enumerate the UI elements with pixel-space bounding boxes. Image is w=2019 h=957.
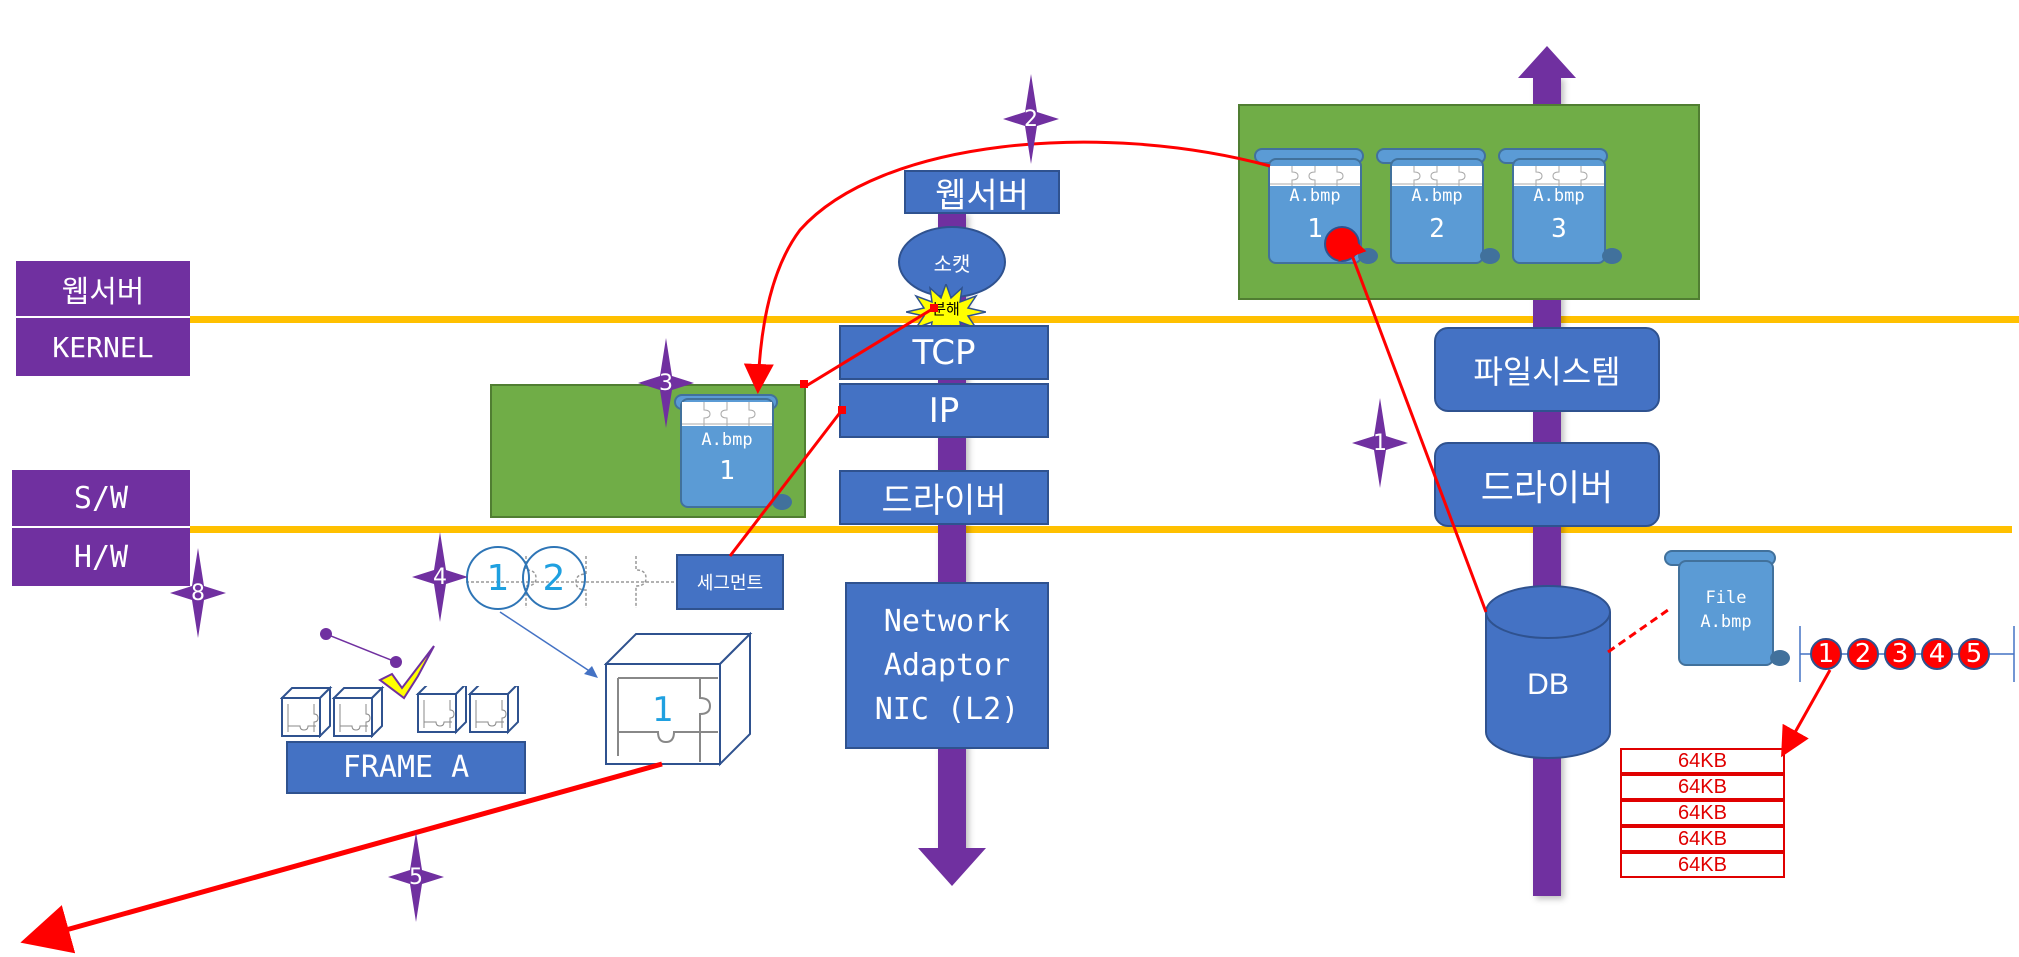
db-label: DB bbox=[1527, 668, 1569, 701]
layer-tag-webserver: 웹서버 bbox=[16, 261, 190, 316]
decompose-label: 분해 bbox=[932, 300, 960, 318]
buffer-file-name: A.bmp bbox=[1533, 186, 1585, 206]
db-file-scroll: File A.bmp bbox=[1664, 550, 1794, 670]
step-marker-label: 2 bbox=[1024, 106, 1038, 132]
file-part-5: 5 bbox=[1958, 638, 1990, 670]
pointer-connector bbox=[320, 628, 402, 668]
step-marker-8: 8 bbox=[170, 548, 226, 638]
frame-packet-cube-icon bbox=[604, 632, 753, 767]
puzzle-strip bbox=[1514, 166, 1604, 186]
ip-box: IP bbox=[839, 383, 1049, 438]
step-marker-5: 5 bbox=[388, 832, 444, 922]
segment-box: 세그먼트 bbox=[676, 554, 784, 610]
file-part-3: 3 bbox=[1884, 638, 1916, 670]
step-marker-label: 4 bbox=[433, 564, 447, 590]
nic-label-line3: NIC (L2) bbox=[874, 691, 1020, 727]
db-file-line1: File bbox=[1705, 588, 1747, 608]
puzzle-strip bbox=[1270, 166, 1360, 186]
step-marker-label: 5 bbox=[409, 864, 423, 890]
tcp-box: TCP bbox=[839, 325, 1049, 380]
divider-sw-hw bbox=[190, 526, 2012, 533]
layer-tag-kernel: KERNEL bbox=[16, 318, 190, 376]
step-marker-2: 2 bbox=[1003, 74, 1059, 164]
segment-circle-1: 1 bbox=[466, 546, 530, 610]
nic-label-line2: Adaptor bbox=[883, 647, 1011, 683]
up-arrow-icon bbox=[1518, 46, 1576, 78]
chunk-64kb: 64KB bbox=[1620, 748, 1785, 774]
buffer-file-name: A.bmp bbox=[1289, 186, 1341, 206]
layer-tag-hw: H/W bbox=[12, 528, 190, 586]
step-marker-label: 3 bbox=[659, 370, 673, 396]
nic-label-line1: Network bbox=[883, 603, 1011, 639]
frame-packet-index: 1 bbox=[652, 690, 674, 730]
puzzle-strip bbox=[1392, 166, 1482, 186]
file-part-1: 1 bbox=[1810, 638, 1842, 670]
webserver-box: 웹서버 bbox=[904, 170, 1060, 216]
down-arrow-icon bbox=[918, 848, 986, 886]
db-cylinder-icon bbox=[1485, 585, 1611, 759]
file-part-4: 4 bbox=[1921, 638, 1953, 670]
buffer-file-2: A.bmp 2 bbox=[1376, 148, 1502, 268]
nic-box: Network Adaptor NIC (L2) bbox=[845, 582, 1049, 749]
storage-driver-box: 드라이버 bbox=[1434, 442, 1660, 527]
segment-to-frame-arrow bbox=[499, 611, 598, 678]
read-position-dot bbox=[1324, 226, 1360, 262]
buffer-file-1: A.bmp 1 bbox=[1254, 148, 1380, 268]
buffer-file-index: 3 bbox=[1551, 214, 1567, 244]
layer-tag-sw: S/W bbox=[12, 470, 190, 526]
step-marker-1: 1 bbox=[1352, 398, 1408, 488]
buffer-file-index: 1 bbox=[1307, 214, 1323, 244]
small-packet-cubes bbox=[280, 686, 519, 738]
chunk-64kb: 64KB bbox=[1620, 852, 1785, 878]
buffer-file-name: A.bmp bbox=[1411, 186, 1463, 206]
socket-buffer-file-name: A.bmp bbox=[701, 430, 753, 450]
buffer-file-3: A.bmp 3 bbox=[1498, 148, 1624, 268]
step-marker-label: 1 bbox=[1373, 430, 1387, 456]
step-marker-4: 4 bbox=[412, 532, 468, 622]
file-part-2: 2 bbox=[1847, 638, 1879, 670]
chunk-64kb: 64KB bbox=[1620, 826, 1785, 852]
frame-a-box: FRAME A bbox=[286, 741, 526, 794]
puzzle-strip bbox=[682, 402, 772, 426]
check-mark-icon bbox=[378, 645, 435, 700]
network-driver-box: 드라이버 bbox=[839, 470, 1049, 525]
step-marker-label: 8 bbox=[191, 580, 205, 606]
chunk-64kb: 64KB bbox=[1620, 800, 1785, 826]
buffer-file-index: 2 bbox=[1429, 214, 1445, 244]
filesystem-box: 파일시스템 bbox=[1434, 327, 1660, 412]
step-marker-3: 3 bbox=[638, 338, 694, 428]
divider-user-kernel bbox=[190, 316, 2019, 323]
db-file-line2: A.bmp bbox=[1700, 612, 1752, 632]
segment-circle-2: 2 bbox=[522, 546, 586, 610]
db-file-dashed-link bbox=[1607, 608, 1669, 654]
chunk-64kb: 64KB bbox=[1620, 774, 1785, 800]
socket-buffer-file-index: 1 bbox=[719, 456, 735, 486]
